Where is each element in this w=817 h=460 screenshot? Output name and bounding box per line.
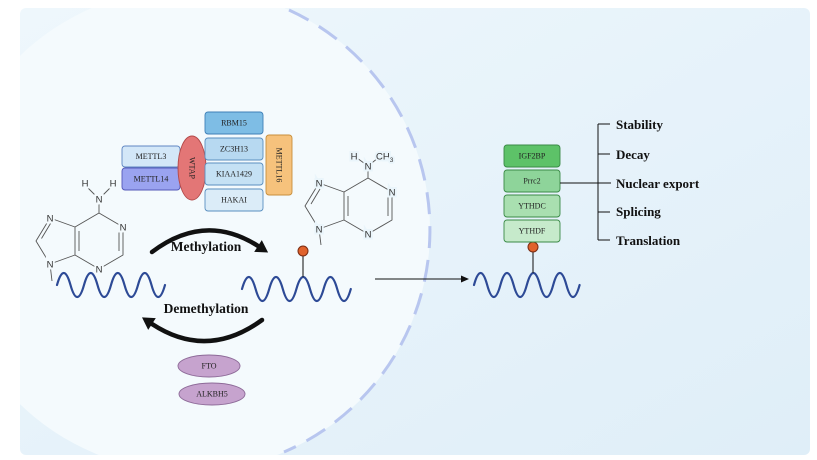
writer-box-kiaa1429 [204,162,264,186]
outcome-stability: Stability [616,117,663,132]
nucleus-region [20,8,430,455]
writer-label-mettl16: METTL16 [275,148,284,183]
eraser-group: FTO ALKBH5 [177,354,246,406]
rna-strand-reader-bound [472,271,581,299]
m6a-double-bonds [310,188,389,216]
demethylation-curved-arrow [149,317,265,344]
adenine-structure: H H N N N N N [35,177,129,282]
writer-label-wtap: WTAP [188,157,197,180]
rna-strand-unmodified [55,271,167,299]
adenine-amine-hydrogen-left: H [82,179,89,190]
m6a-structure: H CH3 N N N N N [304,150,398,246]
reader-box-ythdf [503,219,561,243]
outcome-bracket-lines [560,123,611,241]
m6a-bonds [304,157,393,246]
rna-strand-methylated [240,275,352,303]
transition-arrow [375,275,469,283]
reader-group: IGF2BP Prrc2 YTHDC YTHDF [503,144,561,243]
m6a-mark-middle [297,245,309,277]
reader-label-igf2bp: IGF2BP [519,152,546,161]
eraser-ellipse-alkbh5 [178,382,246,406]
m6a-n7-label: N [316,179,323,190]
adenine-n1-label: N [120,223,127,234]
adenine-n3-label: N [96,265,103,276]
reader-label-prrc2: Prrc2 [523,177,540,186]
writer-label-hakai: HAKAI [221,196,247,205]
eraser-label-fto: FTO [202,362,217,371]
demethylation-process: Demethylation [142,301,265,344]
reader-box-ythdc [503,194,561,218]
writer-box-zc3h13 [204,137,264,161]
writer-box-rbm15 [204,111,264,135]
m6a-methyl-subscript: 3 [390,157,394,164]
reader-label-ythdc: YTHDC [518,202,546,211]
adenine-amine-nitrogen: N [96,195,103,206]
rna-strands [55,271,581,303]
outcome-decay: Decay [616,147,650,162]
m6a-amine-nitrogen: N [365,162,372,173]
writer-label-rbm15: RBM15 [221,119,247,128]
outcome-translation: Translation [616,233,681,248]
methylation-arrowhead [254,240,269,253]
eraser-ellipse-fto [177,354,241,378]
m6a-methyl-label: CH3 [376,152,394,165]
adenine-amine-hydrogen-right: H [110,179,117,190]
m6a-mark-dot [297,245,309,257]
m6a-mark-right [527,241,539,273]
reader-box-prrc2 [503,169,561,193]
outcome-bracket: Stability Decay Nuclear export Splicing … [560,117,700,248]
demethylation-arrowhead [142,317,156,330]
reader-label-ythdf: YTHDF [519,227,546,236]
methylation-curved-arrow [149,228,261,255]
m6a-amine-hydrogen: H [351,152,358,163]
methylation-process: Methylation [149,228,269,255]
m6a-n3-label: N [365,230,372,241]
writer-box-hakai [204,188,264,212]
eraser-label-alkbh5: ALKBH5 [196,390,228,399]
writer-label-kiaa1429: KIAA1429 [216,170,252,179]
m6a-mark-dot [527,241,539,253]
reader-box-igf2bp [503,144,561,168]
writer-label-mettl3: METTL3 [136,152,167,161]
writer-box-mettl16 [265,134,293,196]
demethylation-label: Demethylation [164,301,249,316]
m6a-n9-label: N [316,225,323,236]
outcome-splicing: Splicing [616,204,661,219]
adenine-double-bonds [41,223,120,251]
m6a-methyl-text: CH [376,152,390,163]
writer-label-mettl14: METTL14 [134,175,169,184]
transition-arrowhead [461,275,469,283]
adenine-bonds [35,187,124,282]
m6a-n1-label: N [389,188,396,199]
adenine-n7-label: N [47,214,54,225]
writer-label-zc3h13: ZC3H13 [220,145,248,154]
methylation-label: Methylation [171,239,242,254]
writer-complex: METTL3 METTL14 WTAP RBM15 ZC3H13 KIAA142… [121,111,293,212]
outcome-nuclear-export: Nuclear export [616,176,700,191]
adenine-n9-label: N [47,260,54,271]
nuclear-envelope-dashed-arc [283,8,432,454]
